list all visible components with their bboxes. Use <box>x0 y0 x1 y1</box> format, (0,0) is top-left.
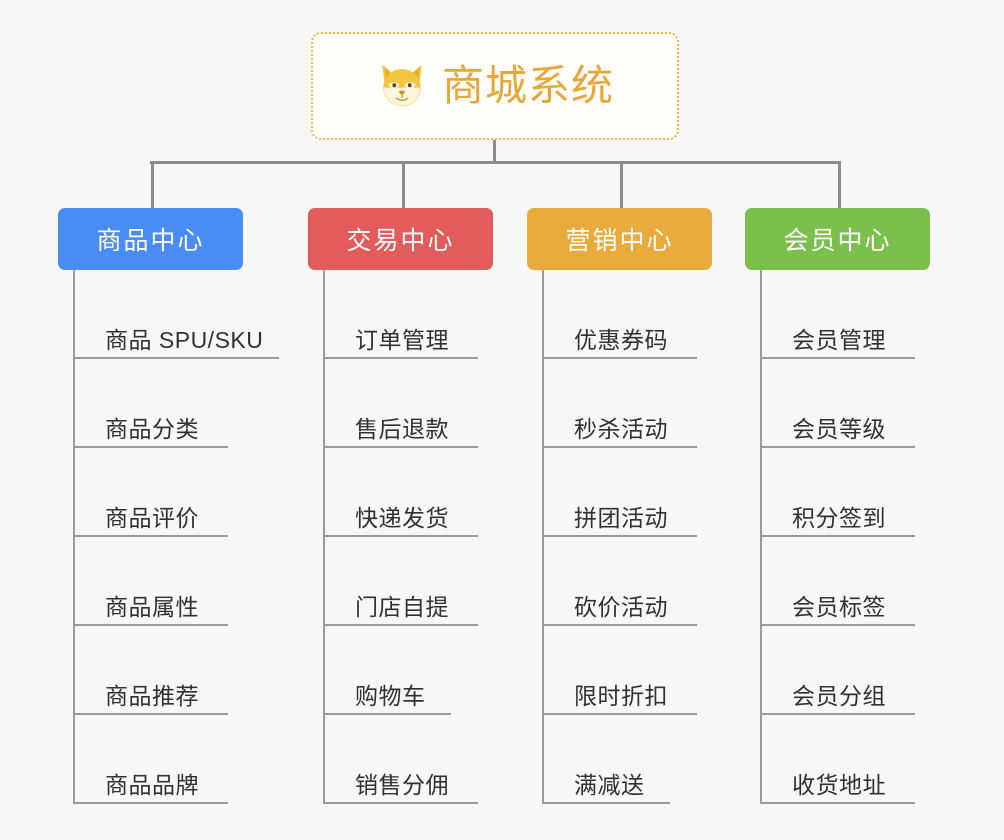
tree-item[interactable]: 快递发货 <box>323 448 478 537</box>
connector-root-stem <box>493 140 496 163</box>
tree-item[interactable]: 收货地址 <box>760 715 915 804</box>
tree-item[interactable]: 会员分组 <box>760 626 915 715</box>
category-header-label: 商品中心 <box>96 227 205 255</box>
tree-item[interactable]: 商品推荐 <box>73 626 228 715</box>
tree-item-label: 订单管理 <box>355 327 449 353</box>
tree-item-label: 秒杀活动 <box>574 416 668 442</box>
tree-item-label: 销售分佣 <box>355 772 449 798</box>
tree-item-label: 售后退款 <box>355 416 449 442</box>
tree-item-label: 优惠券码 <box>574 327 668 353</box>
tree-item[interactable]: 门店自提 <box>323 537 478 626</box>
tree-item[interactable]: 优惠券码 <box>542 270 697 359</box>
category-header-3[interactable]: 营销中心 <box>527 208 712 270</box>
tree-item[interactable]: 砍价活动 <box>542 537 697 626</box>
tree-item[interactable]: 会员标签 <box>760 537 915 626</box>
tree-item[interactable]: 会员等级 <box>760 359 915 448</box>
tree-item[interactable]: 销售分佣 <box>323 715 478 804</box>
tree-item[interactable]: 购物车 <box>323 626 451 715</box>
tree-trunk-line <box>760 270 762 804</box>
shiba-dog-icon <box>382 64 422 107</box>
tree-item-label: 商品分类 <box>105 416 199 442</box>
root-title: 商城系统 <box>441 62 614 109</box>
tree-item[interactable]: 商品分类 <box>73 359 228 448</box>
connector-horizontal-bus <box>150 161 839 164</box>
tree-item[interactable]: 商品评价 <box>73 448 228 537</box>
tree-item-label: 快递发货 <box>355 505 449 531</box>
tree-trunk-line <box>323 270 325 804</box>
category-header-label: 营销中心 <box>565 227 674 255</box>
tree-item[interactable]: 限时折扣 <box>542 626 697 715</box>
connector-drop-3 <box>620 161 623 208</box>
category-header-4[interactable]: 会员中心 <box>745 208 930 270</box>
tree-item-label: 拼团活动 <box>574 505 668 531</box>
connector-drop-1 <box>151 161 154 208</box>
tree-item-label: 门店自提 <box>355 594 449 620</box>
tree-item-label: 商品评价 <box>105 505 199 531</box>
tree-item-label: 砍价活动 <box>574 594 668 620</box>
tree-trunk-line <box>542 270 544 804</box>
tree-item-label: 收货地址 <box>792 772 886 798</box>
tree-item[interactable]: 订单管理 <box>323 270 478 359</box>
tree-item[interactable]: 商品 SPU/SKU <box>73 270 279 359</box>
tree-item-label: 会员管理 <box>792 327 886 353</box>
tree-item[interactable]: 秒杀活动 <box>542 359 697 448</box>
category-header-label: 交易中心 <box>346 227 455 255</box>
connector-drop-4 <box>838 161 841 208</box>
tree-item[interactable]: 拼团活动 <box>542 448 697 537</box>
root-node[interactable]: 商城系统 <box>311 32 679 140</box>
tree-item-label: 商品品牌 <box>105 772 199 798</box>
tree-item[interactable]: 商品品牌 <box>73 715 228 804</box>
tree-item-label: 限时折扣 <box>574 683 668 709</box>
category-header-label: 会员中心 <box>783 227 892 255</box>
category-header-2[interactable]: 交易中心 <box>308 208 493 270</box>
tree-item-label: 商品推荐 <box>105 683 199 709</box>
tree-trunk-line <box>73 270 75 804</box>
tree-item-label: 会员分组 <box>792 683 886 709</box>
tree-item-label: 积分签到 <box>792 505 886 531</box>
tree-item[interactable]: 商品属性 <box>73 537 228 626</box>
tree-item[interactable]: 满减送 <box>542 715 670 804</box>
tree-item-label: 购物车 <box>355 683 426 709</box>
tree-item-label: 商品 SPU/SKU <box>105 327 264 353</box>
tree-item[interactable]: 售后退款 <box>323 359 478 448</box>
tree-item-label: 商品属性 <box>105 594 199 620</box>
tree-item-label: 会员标签 <box>792 594 886 620</box>
tree-item-label: 会员等级 <box>792 416 886 442</box>
tree-item-label: 满减送 <box>574 772 645 798</box>
tree-item[interactable]: 积分签到 <box>760 448 915 537</box>
connector-drop-2 <box>402 161 405 208</box>
category-header-1[interactable]: 商品中心 <box>58 208 243 270</box>
tree-item[interactable]: 会员管理 <box>760 270 915 359</box>
